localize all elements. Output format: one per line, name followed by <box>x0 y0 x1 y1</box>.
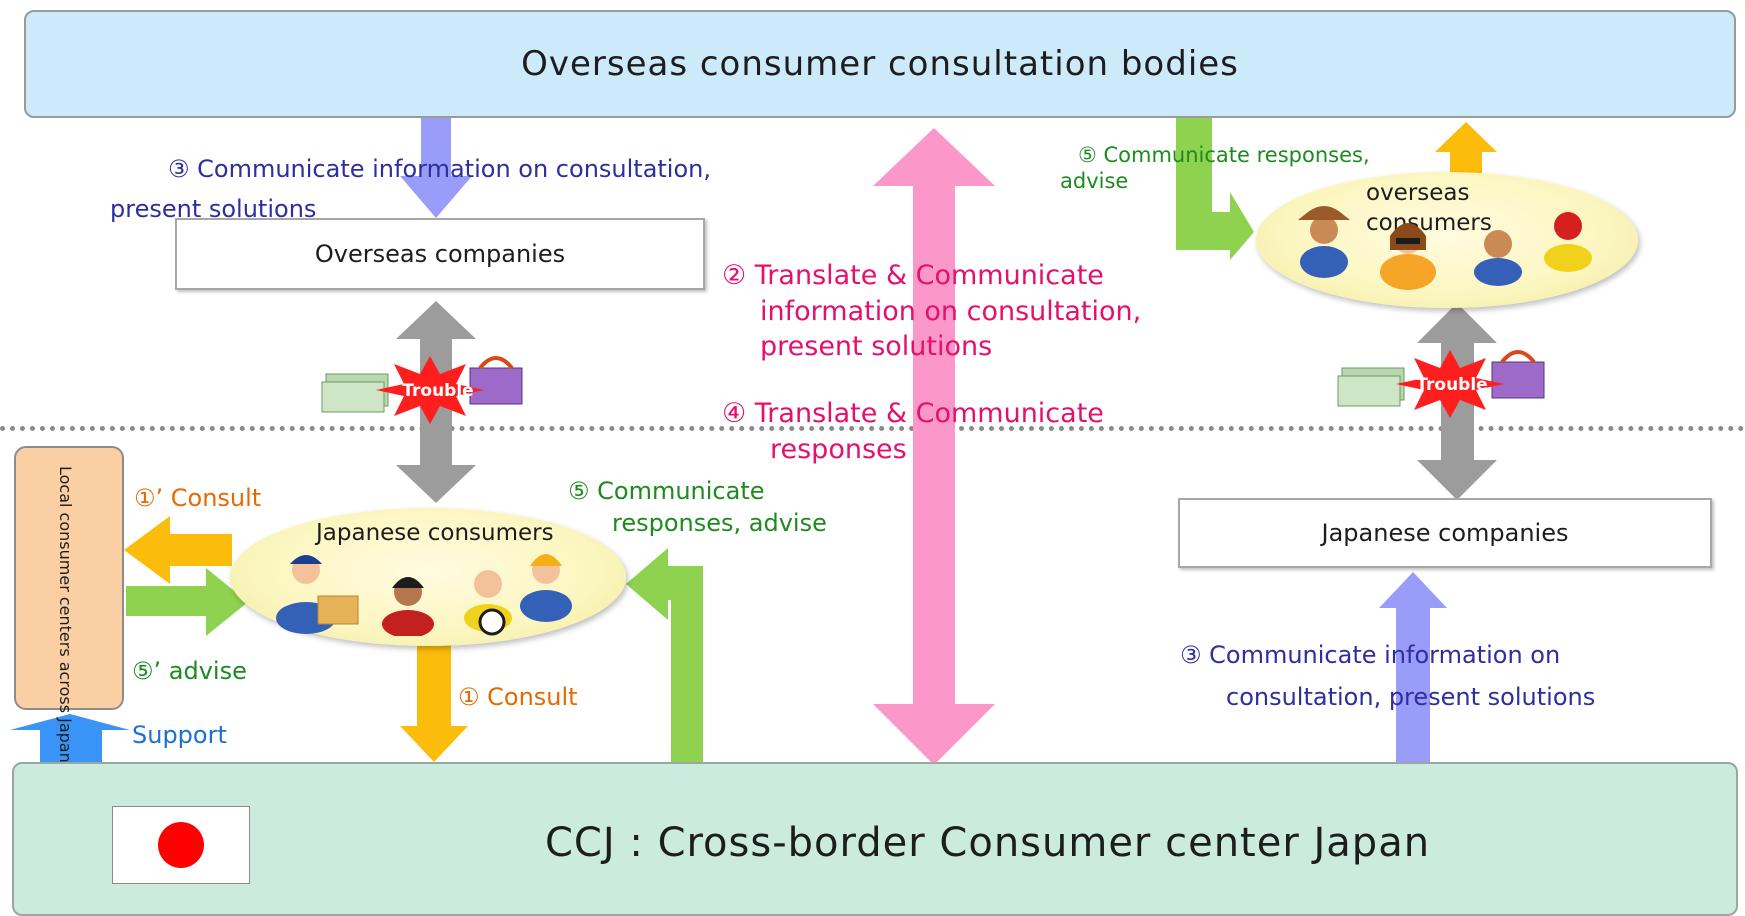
step5-mid-line1: ⑤ Communicate <box>568 477 765 505</box>
trouble-right-illustration: Trouble <box>1337 350 1545 418</box>
sunglasses-woman-icon <box>1380 223 1436 290</box>
overseas-consumers-label-line2: consumers <box>1366 210 1492 236</box>
flag-sun <box>158 822 204 868</box>
support-person-icon <box>382 577 434 636</box>
delivery-person-icon <box>276 555 359 634</box>
step3-right-line2: consultation, present solutions <box>1226 683 1596 711</box>
blue-arrow-to-japanese-companies <box>1379 572 1447 762</box>
step1-prime-label: ①’ Consult <box>134 484 262 512</box>
japanese-consumers-label: Japanese consumers <box>316 520 554 546</box>
money-stack-icon <box>321 373 389 413</box>
orange-arrow-up <box>1435 122 1497 176</box>
worker-person-icon <box>520 554 572 622</box>
step3-left-line1: ③ Communicate information on consultatio… <box>168 155 711 183</box>
overseas-companies-label: Overseas companies <box>314 240 566 268</box>
local-consumer-centers-box: Local consumer centers across Japan <box>14 446 124 763</box>
step2-line1: ② Translate & Communicate <box>722 260 1104 291</box>
step5-right-line2: advise <box>1060 169 1129 193</box>
green-arrow-from-ccj <box>626 548 703 762</box>
racer-icon <box>1544 212 1592 272</box>
orange-arrow-to-ccj <box>400 642 468 762</box>
header-title: Overseas consumer consultation bodies <box>521 44 1239 84</box>
step4-line2: responses <box>770 434 907 465</box>
step1-label: ① Consult <box>458 683 578 711</box>
overseas-consumers-label-line1: overseas <box>1366 180 1470 206</box>
ccj-title: CCJ : Cross-border Consumer center Japan <box>545 820 1431 866</box>
step2-line2: information on consultation, <box>760 296 1142 327</box>
step4-line1: ④ Translate & Communicate <box>722 398 1104 429</box>
headset-man-icon <box>1474 230 1522 286</box>
japanese-companies-label: Japanese companies <box>1321 519 1569 547</box>
overseas-consumer-figures <box>1298 206 1592 290</box>
support-arrow <box>10 714 130 762</box>
step3-left-line2: present solutions <box>110 195 317 223</box>
soccer-player-icon <box>464 570 512 636</box>
cowboy-icon <box>1298 206 1350 278</box>
trouble-left-label: Trouble <box>402 381 473 401</box>
step5-right-line1: ⑤ Communicate responses, <box>1078 143 1370 167</box>
step2-line3: present solutions <box>760 331 993 362</box>
trouble-burst-right <box>1396 350 1504 418</box>
support-label: Support <box>132 721 227 749</box>
step3-right-line1: ③ Communicate information on <box>1180 641 1561 669</box>
japan-flag-icon <box>112 806 250 884</box>
green-arrow-to-overseas-consumers <box>1176 118 1254 260</box>
pink-double-arrow <box>873 128 995 765</box>
trouble-burst-left <box>376 356 484 424</box>
japanese-consumer-figures <box>276 554 572 636</box>
trouble-left-illustration: Trouble <box>321 356 523 424</box>
toolbox-icon <box>469 356 523 405</box>
toolbox-icon <box>1491 350 1545 399</box>
overseas-consultation-bodies-box: Overseas consumer consultation bodies <box>24 10 1736 118</box>
trouble-right-label: Trouble <box>1416 375 1487 395</box>
step5-mid-line2: responses, advise <box>612 509 827 537</box>
overseas-companies-box: Overseas companies <box>175 218 705 290</box>
blue-arrow-to-overseas-companies <box>400 118 472 218</box>
japanese-companies-box: Japanese companies <box>1178 498 1712 568</box>
local-consumer-centers-label: Local consumer centers across Japan <box>56 466 75 763</box>
orange-arrow-to-local-centers <box>124 516 232 584</box>
money-stack-icon <box>1337 367 1405 407</box>
step5-prime-label: ⑤’ advise <box>132 657 247 685</box>
green-arrow-from-local-centers <box>126 568 248 636</box>
border-dotted-line <box>0 426 1745 431</box>
